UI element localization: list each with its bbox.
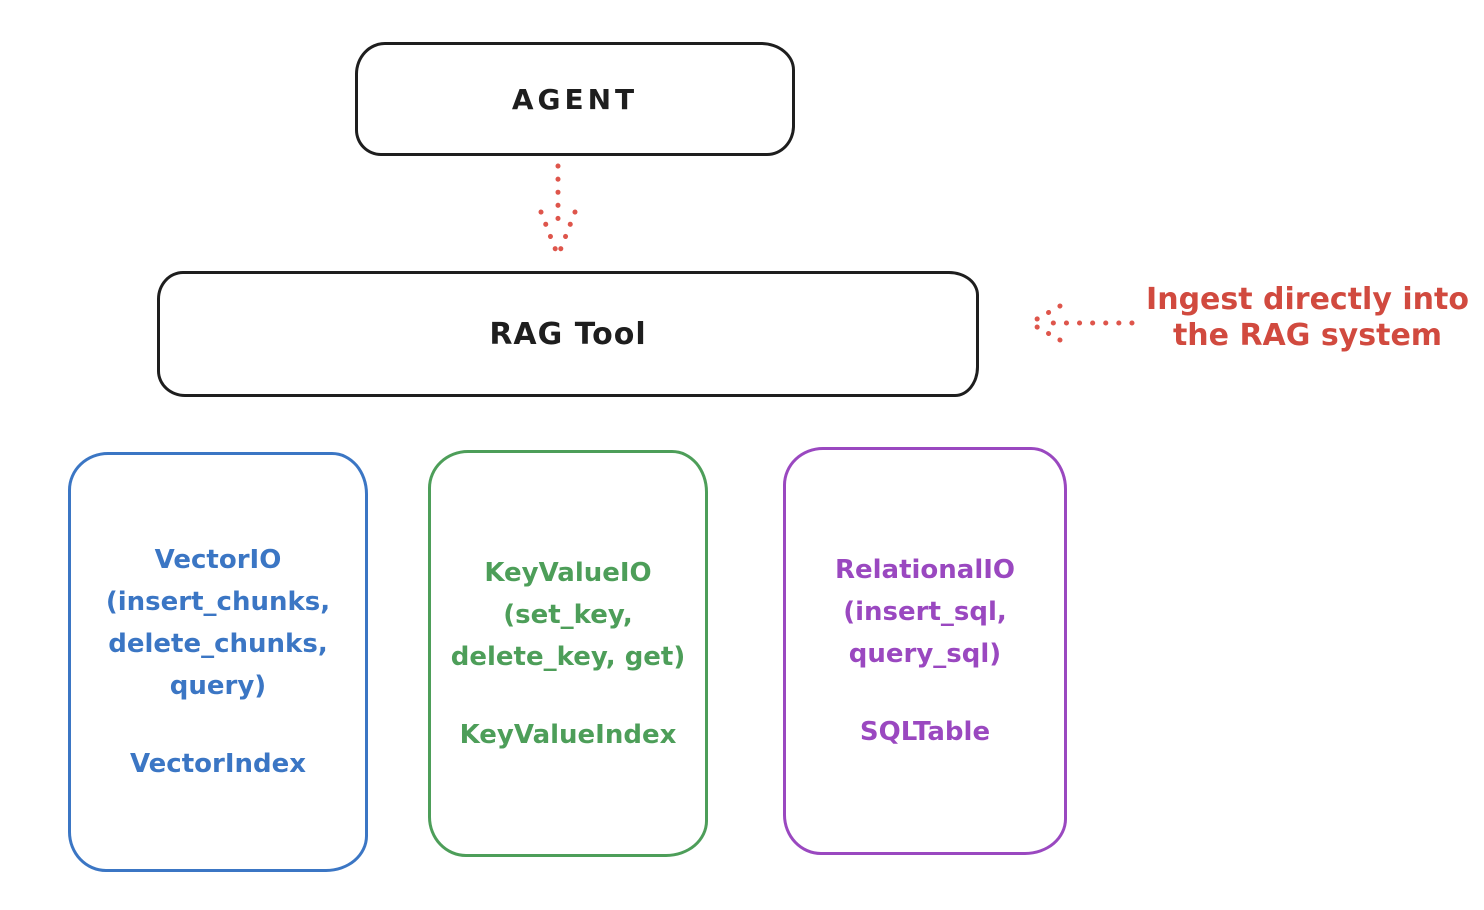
io-line: query_sql): [848, 639, 1002, 669]
index-label: KeyValueIndex: [459, 719, 677, 750]
dotted-arrow-left: [1027, 303, 1135, 343]
dotted-arrow-down: [538, 163, 578, 259]
agent-node[interactable]: AGENT: [355, 42, 795, 156]
io-line: (insert_sql,: [843, 597, 1007, 627]
agent-label: AGENT: [511, 82, 639, 116]
io-line: query): [169, 671, 267, 701]
io-line: (insert_chunks,: [105, 587, 331, 617]
io-line: RelationalIO: [834, 555, 1016, 585]
index-label: SQLTable: [859, 717, 991, 747]
io-line: delete_chunks,: [108, 629, 328, 659]
vector-io-node[interactable]: VectorIO (insert_chunks, delete_chunks, …: [68, 452, 368, 872]
io-line: VectorIO: [154, 545, 282, 575]
ingest-annotation-line1: Ingest directly into: [1146, 282, 1469, 317]
ingest-annotation-line2: the RAG system: [1172, 318, 1443, 353]
io-line: (set_key,: [503, 599, 633, 630]
relational-io-node[interactable]: RelationalIO (insert_sql, query_sql) SQL…: [783, 447, 1067, 855]
ingest-annotation: Ingest directly into the RAG system: [1140, 282, 1475, 354]
rag-tool-node[interactable]: RAG Tool: [157, 271, 979, 397]
rag-tool-label: RAG Tool: [489, 316, 647, 352]
io-line: delete_key, get): [450, 641, 686, 672]
keyvalue-io-node[interactable]: KeyValueIO (set_key, delete_key, get) Ke…: [428, 450, 708, 857]
index-label: VectorIndex: [129, 749, 307, 779]
io-line: KeyValueIO: [484, 557, 652, 588]
